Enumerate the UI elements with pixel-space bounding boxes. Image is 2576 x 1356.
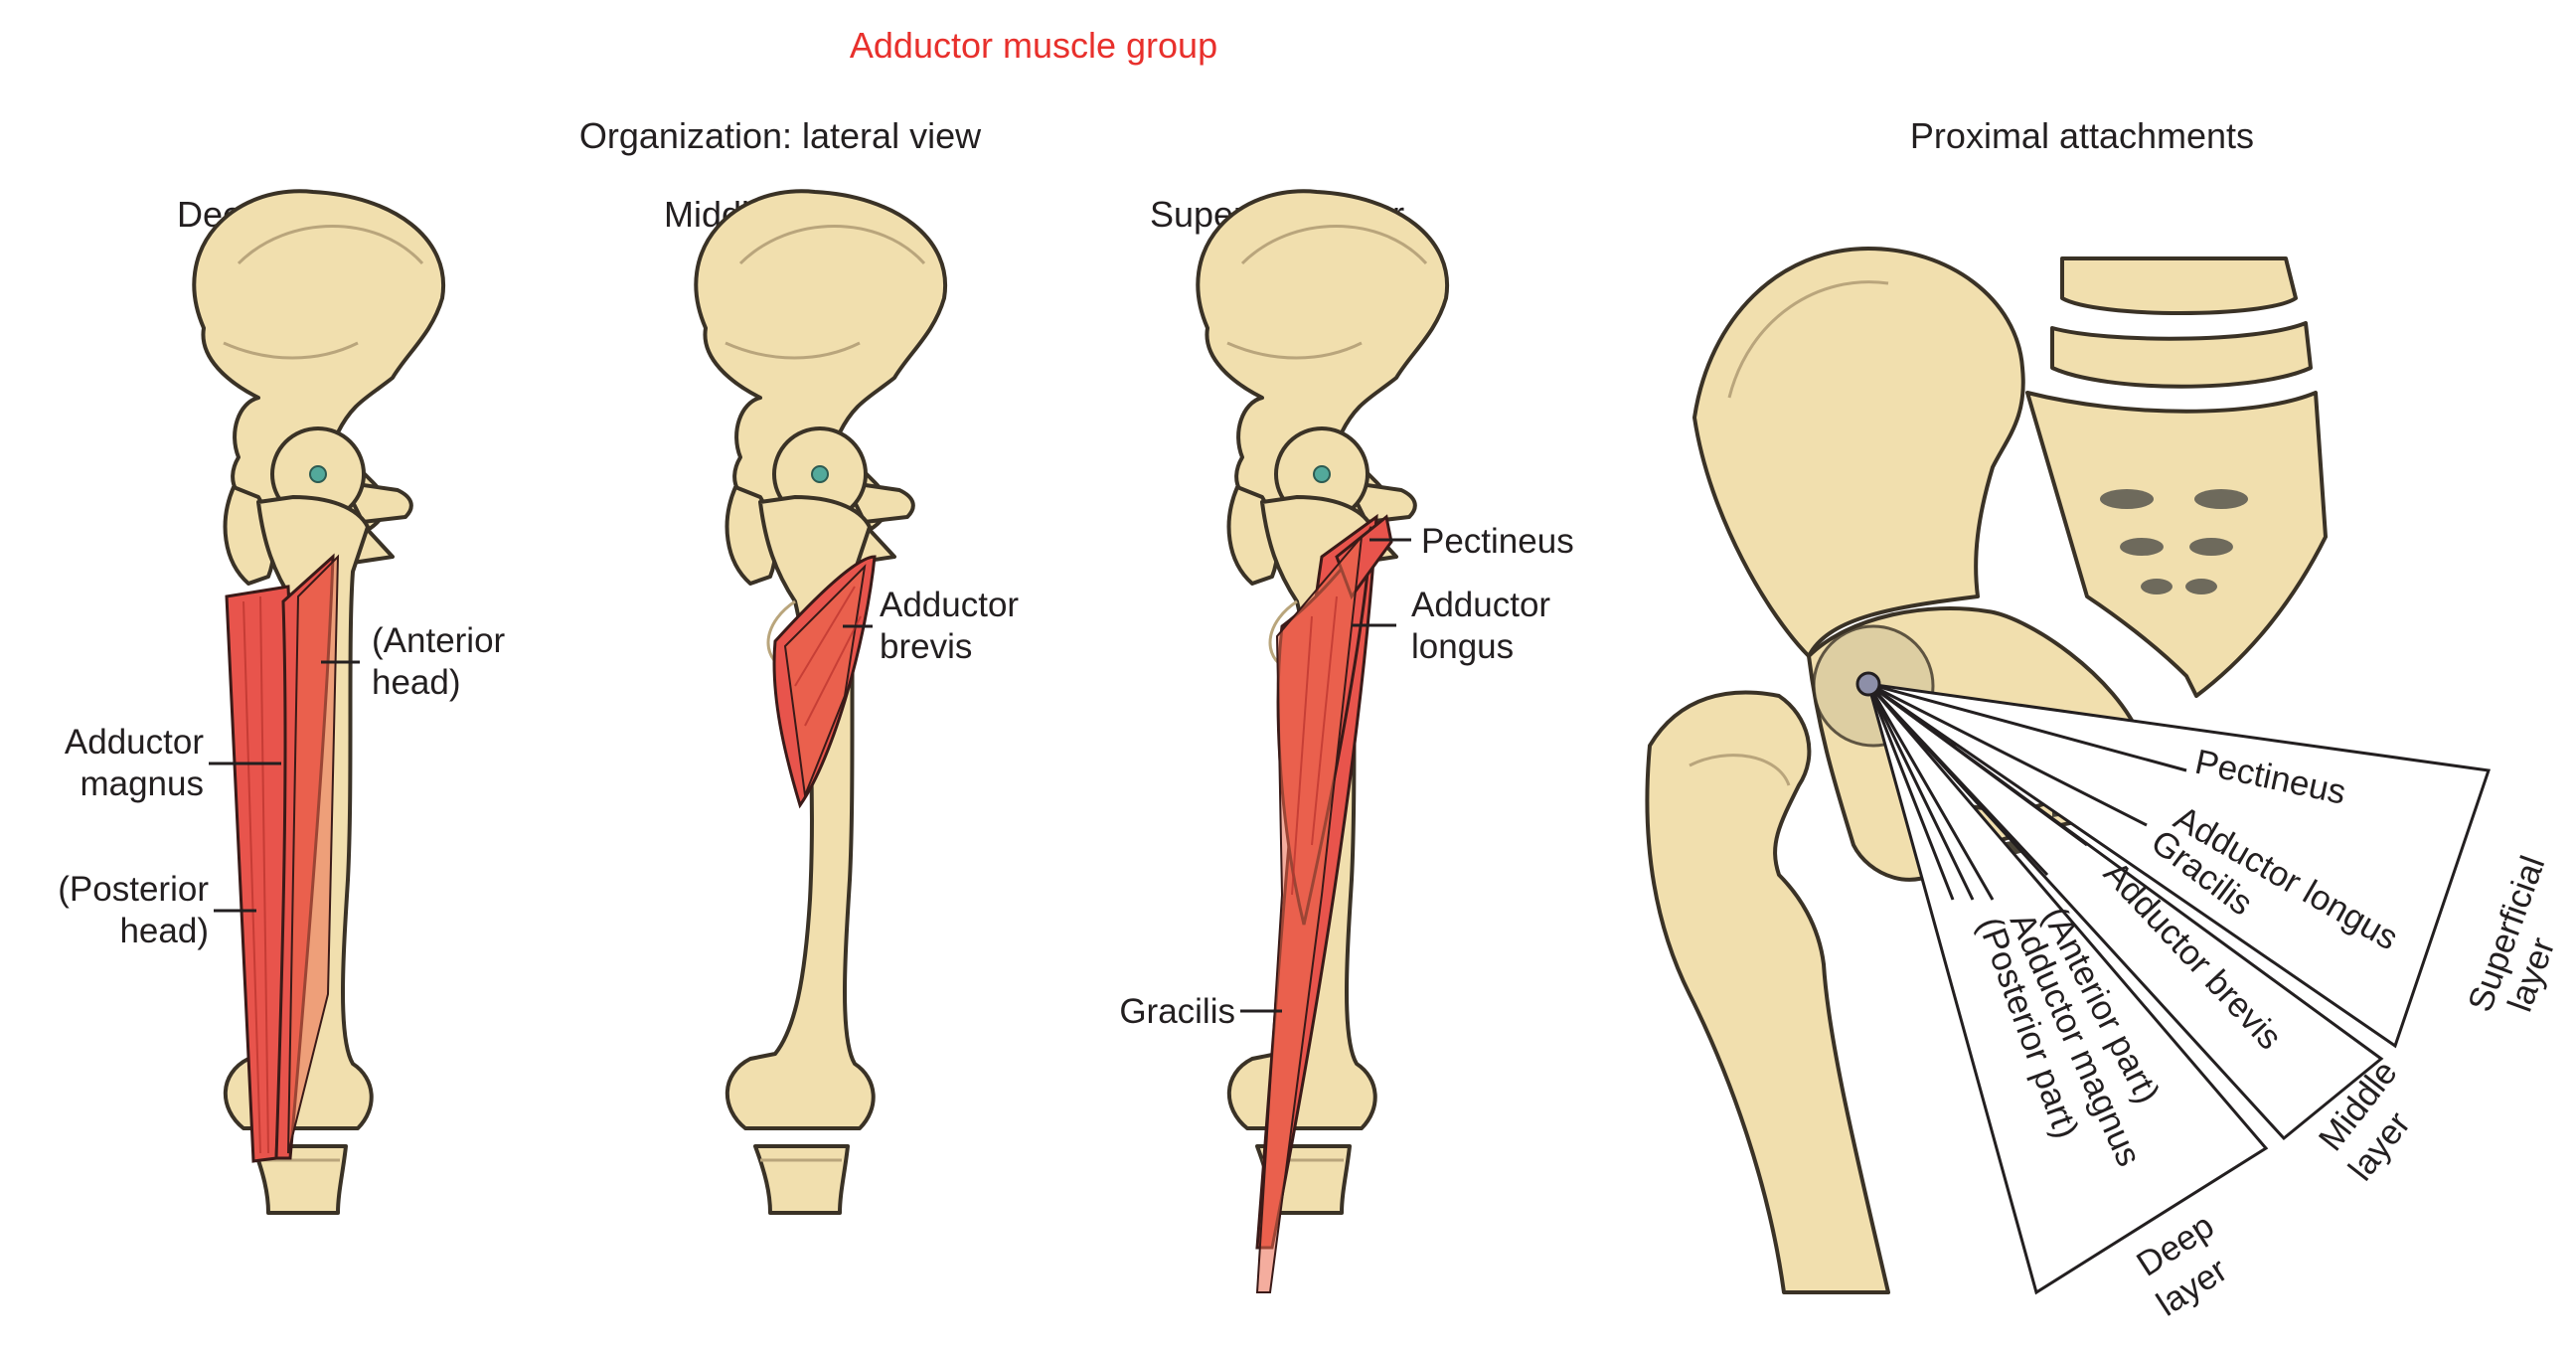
anterior-head-label-2: head) bbox=[372, 663, 461, 702]
superficial-layer-illustration bbox=[1196, 189, 1450, 1293]
pectineus-label: Pectineus bbox=[1421, 522, 1574, 561]
figure-title: Adductor muscle group bbox=[850, 25, 1217, 66]
posterior-head-label-2: head) bbox=[119, 912, 209, 950]
lateral-view-heading: Organization: lateral view bbox=[579, 115, 982, 156]
adductor-magnus-label-1: Adductor bbox=[65, 723, 204, 762]
posterior-head-label-1: (Posterior bbox=[58, 870, 209, 909]
adductor-magnus-label-2: magnus bbox=[80, 764, 204, 803]
middle-layer-illustration bbox=[694, 189, 948, 1216]
adductor-longus-label-2: longus bbox=[1411, 627, 1514, 666]
gracilis-label: Gracilis bbox=[1119, 992, 1235, 1031]
adductor-brevis-label-2: brevis bbox=[880, 627, 972, 666]
adductor-longus-label-1: Adductor bbox=[1411, 586, 1550, 624]
proximal-heading: Proximal attachments bbox=[1910, 115, 2254, 156]
anterior-head-label-1: (Anterior bbox=[372, 621, 506, 660]
deep-layer-illustration bbox=[192, 189, 446, 1216]
adductor-brevis-label-1: Adductor bbox=[880, 586, 1019, 624]
attachment-fan bbox=[1855, 671, 2492, 1295]
